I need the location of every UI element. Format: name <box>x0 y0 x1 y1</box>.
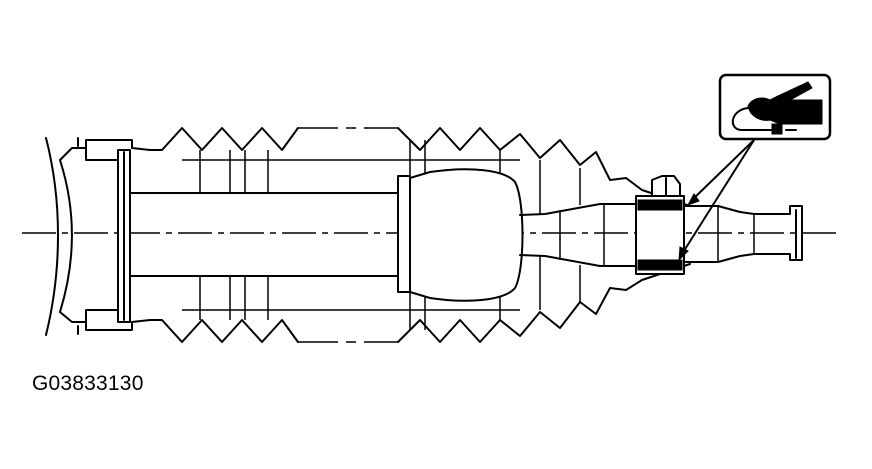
small-clamp <box>635 175 685 275</box>
outer-tube <box>45 137 151 336</box>
ball-joint-housing <box>397 168 637 302</box>
large-clamp <box>117 149 131 323</box>
boot-inner-lines <box>182 140 581 330</box>
outer-tie-rod <box>683 205 803 263</box>
callout-arrows <box>678 139 755 262</box>
boot-bellows-bottom <box>149 279 643 343</box>
figure-id: G03833130 <box>32 372 144 395</box>
boot-bellows-top <box>149 127 643 191</box>
inner-tie-rod <box>129 192 401 277</box>
grease-gun-icon <box>718 73 832 141</box>
